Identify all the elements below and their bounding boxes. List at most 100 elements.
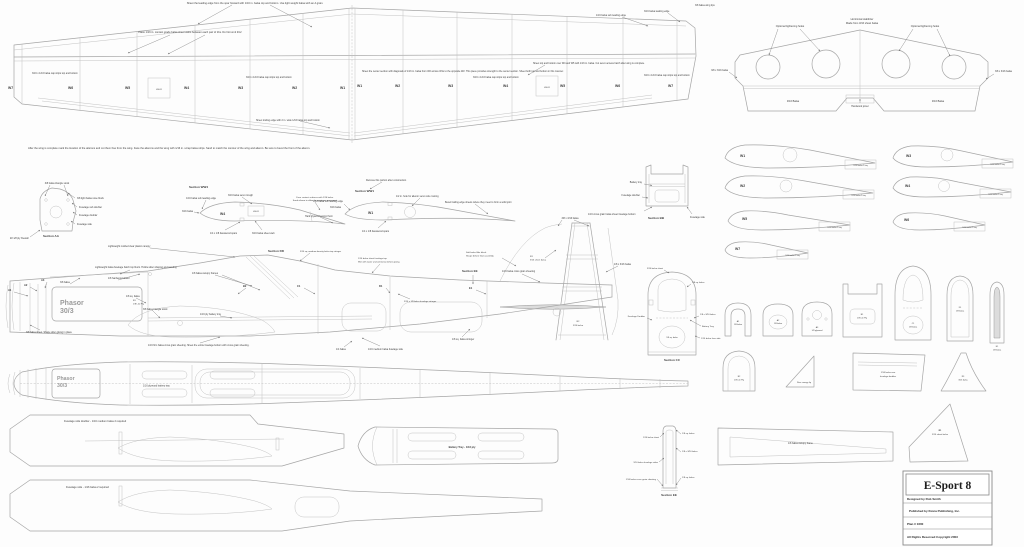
tray-slot xyxy=(407,450,457,460)
side-canopy-frames: 1/8 balsa canopy frames xyxy=(192,272,219,275)
side-canopy-note: Lightweight molded clear plastic canopy xyxy=(108,245,151,248)
battery-slot xyxy=(141,370,188,380)
rib-pattern-w3-material: 1/16 balsa 2 req xyxy=(990,164,1004,166)
rib-label-right-w4: W4 xyxy=(503,84,508,88)
fin-r1-label-1: R1 xyxy=(530,256,534,258)
lightening-cutout xyxy=(399,301,483,333)
fuselage-top-outline xyxy=(13,361,689,406)
pattern-side-doubler: Fuselage side doubler - 1/16 medium bals… xyxy=(9,414,345,467)
rib-pattern-w2-label: W2 xyxy=(740,184,745,188)
stabilizer-outline xyxy=(734,29,989,112)
former-e1-label-2: 1/8 balsa xyxy=(993,350,1002,352)
section-cc: 3/16 balsa sheet 1/8 sq. balsa 1/8 x 3/1… xyxy=(628,267,722,362)
wing-outline xyxy=(13,7,697,141)
former-b2-label-1: B2 xyxy=(738,376,741,378)
section-bb: Battery tray Fuselage doubler 1/16 cross… xyxy=(588,164,706,220)
side-nose-sheet: 3/8 balsa sheet. Shape after gluing in p… xyxy=(26,331,73,334)
former-a3 xyxy=(801,301,833,337)
wing-rib-patterns: W1 1/16 balsa 2 req W2 1/16 balsa 2 req … xyxy=(724,144,1014,260)
section-ww1: Section WW1 Remove this portion after co… xyxy=(313,179,516,233)
stab-elevator-material-left: 3/16 Balsa xyxy=(787,99,800,103)
aa-firewall: #2 1/8 ply firewall xyxy=(10,237,29,240)
fuselage-side-pattern-label: Fuselage side - 1/16 balsa 2 required xyxy=(66,485,109,489)
tray-slot xyxy=(477,432,525,442)
fin-stock-18: 1/8 x 3/16 balsa xyxy=(614,263,632,266)
rib-pattern-w4-label: W4 xyxy=(905,184,910,188)
wing-note-servo-bay: Sheet top and bottom over W4 and W5 with… xyxy=(533,62,645,65)
rib-label-left-w4: W4 xyxy=(184,86,189,90)
ee-stock: 1/8 x 3/16 balsa xyxy=(682,451,698,453)
side-section-dd-marker: Section DD xyxy=(268,249,285,253)
top-battery-tray: 1/16 plywood battery tray xyxy=(143,385,171,388)
stab-edge-stock-left: 3/8 x 3/16 balsa xyxy=(711,69,729,72)
canopy-hatch-top xyxy=(194,368,356,399)
rib-pattern-w4-material: 1/16 balsa 2 req xyxy=(988,194,1002,196)
side-top-sheet-2: Wet with water and ammonia before gluing xyxy=(358,261,400,264)
lightening-hole xyxy=(881,49,911,79)
canopy-lip-label: Rear canopy lip xyxy=(797,382,812,384)
cc-battery-tray: Battery Tray xyxy=(702,325,715,328)
side-hatch-note: Lightweight balsa fuselage hatch top blo… xyxy=(95,266,177,269)
former-b2-label-2: 1/8 Lite Ply xyxy=(734,379,744,382)
side-stringer: 3/16 x 1/8 balsa fuselage stringer xyxy=(404,300,436,303)
section-cc-outline xyxy=(647,271,697,356)
fin-fairing-r3 xyxy=(940,352,987,392)
ee-sheet: 1/16 balsa sheet xyxy=(643,436,659,439)
wing-sub-leading-edge-label: 1/16 balsa sub leading edge xyxy=(596,14,627,17)
section-ee: 1/16 balsa sheet 1/8 sq. balsa 1/8 x 3/1… xyxy=(626,425,698,497)
ww4-face-note-1: Face contact surfaces with 1/16 balsa. xyxy=(296,196,334,199)
former-b2 xyxy=(722,350,756,392)
fin-leading-edge-curve xyxy=(499,223,563,282)
ww4-sheet-web: 3/16 balsa sheet web xyxy=(252,232,275,235)
side-former-a2: A2 xyxy=(24,283,28,287)
rib-pattern-w7-material: 1/16 balsa 2 req xyxy=(785,255,799,257)
former-e1-label-1: E1 xyxy=(996,346,999,348)
motor-top-label-2: 30/3 xyxy=(57,383,67,389)
former-a3-label-1: A3 xyxy=(816,326,819,329)
side-former-d1: D1 xyxy=(379,284,383,288)
motor-outline-top xyxy=(51,368,101,399)
cc-sq-balsa: 1/8 sq. balsa xyxy=(692,282,705,284)
side-former-c1: C1 xyxy=(297,284,301,288)
plan-designer: Designed by Rob Smith xyxy=(907,497,941,501)
hatch-dowel xyxy=(148,272,152,276)
rib-pattern-w6-label: W6 xyxy=(904,218,909,222)
fuselage-side-pattern-outline xyxy=(9,479,543,532)
rib-label-right-w6: W6 xyxy=(615,84,620,88)
fuselage-bottom-line xyxy=(9,296,613,337)
battery-tray-label: Battery Tray - 1/16 ply xyxy=(449,445,476,449)
lightening-hole xyxy=(811,49,841,79)
pattern-r1-rudder: R1 3/16 sheet balsa xyxy=(908,403,969,463)
ww4-balsa: 3/16 balsa xyxy=(182,210,194,213)
aa-triangle-stock: 3/8 balsa triangle stock xyxy=(45,182,70,185)
servo-bay-right xyxy=(535,75,559,97)
section-ww4: Section WW4 1/16 balsa sub leading edge … xyxy=(182,185,346,235)
former-a2 xyxy=(762,303,794,337)
motor-outline xyxy=(51,286,143,322)
rib-label-left-w3: W3 xyxy=(238,86,243,90)
servo-bay-left xyxy=(147,77,171,99)
cc-sheet: 3/16 balsa sheet xyxy=(647,267,663,270)
rib-label-right-w7: W7 xyxy=(668,84,673,88)
servo-wire-hole xyxy=(404,206,416,218)
rib-pattern-w3-label: W3 xyxy=(906,154,911,158)
side-top-sheet-1: 1/16 balsa sheet fuselage top. xyxy=(358,257,388,260)
stab-elevator-material-right: 3/16 Balsa xyxy=(932,99,945,103)
former-a1-label-1: A1 xyxy=(737,320,740,323)
rib-label-right-w2: W2 xyxy=(395,84,400,88)
fin-r1-label-2: 3/16 sheet balsa xyxy=(530,259,547,262)
rib-pattern-w7 xyxy=(724,241,809,259)
fin-filler-1: Soft balsa filler block. xyxy=(466,251,487,254)
former-b1-label-1: B1 xyxy=(861,314,864,316)
aa-doubler: Fuselage doubler xyxy=(79,214,98,217)
cc-fuse-side: 1/16 balsa fuse side xyxy=(701,338,721,340)
wing-tip-label: 3/8 balsa wing tips xyxy=(695,4,715,7)
ee-cross-grain: 1/16 balsa cross grain sheeting xyxy=(626,478,657,481)
r3-label-1: R3 xyxy=(962,376,965,378)
side-battery-tray: 1/16 ply battery tray xyxy=(200,313,222,316)
ww1-sub-le: 1/16 balsa sub leading edge xyxy=(313,200,344,203)
ww1-rib-label: W1 xyxy=(368,211,373,215)
section-ee-title: Section EE xyxy=(661,493,677,497)
rib-label-right-w5: W5 xyxy=(560,84,565,88)
battery-tray-outline xyxy=(357,426,559,466)
